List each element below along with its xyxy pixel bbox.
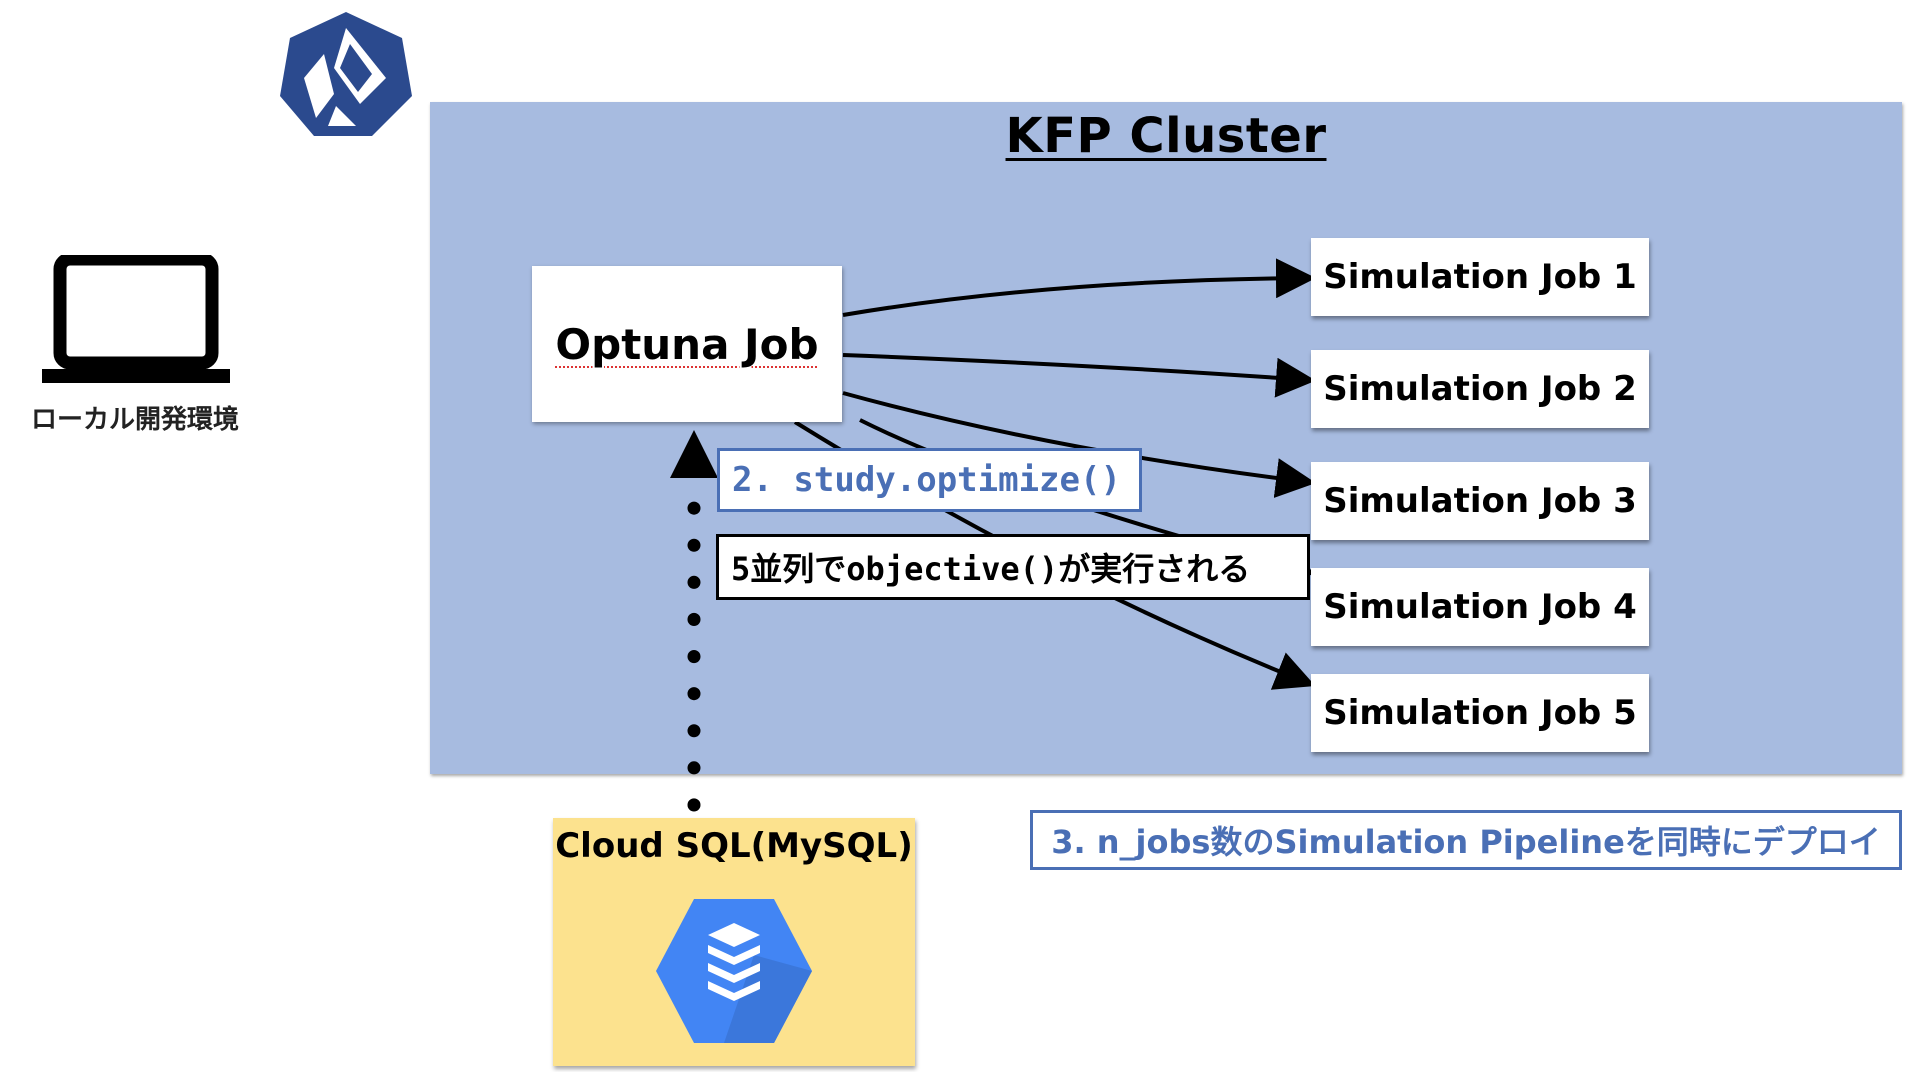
simulation-job-3: Simulation Job 3 [1311, 462, 1649, 540]
cloud-sql-icon [656, 899, 812, 1043]
deploy-label: 3. n_jobs数のSimulation Pipelineを同時にデプロイ [1030, 810, 1902, 870]
kfp-cluster [430, 102, 1902, 774]
simulation-job-4: Simulation Job 4 [1311, 568, 1649, 646]
cluster-title: KFP Cluster [1005, 108, 1327, 164]
parallel-label: 5並列でobjective()が実行される [716, 534, 1310, 600]
kubeflow-logo-icon [280, 12, 412, 136]
laptop-icon [42, 255, 230, 383]
optuna-job: Optuna Job [532, 266, 842, 422]
simulation-job-5: Simulation Job 5 [1311, 674, 1649, 752]
cloud-sql-title: Cloud SQL(MySQL) [555, 826, 913, 866]
simulation-job-1: Simulation Job 1 [1311, 238, 1649, 316]
simulation-job-2: Simulation Job 2 [1311, 350, 1649, 428]
optimize-label: 2. study.optimize() [717, 448, 1142, 512]
local-env-label: ローカル開発環境 [30, 405, 239, 435]
